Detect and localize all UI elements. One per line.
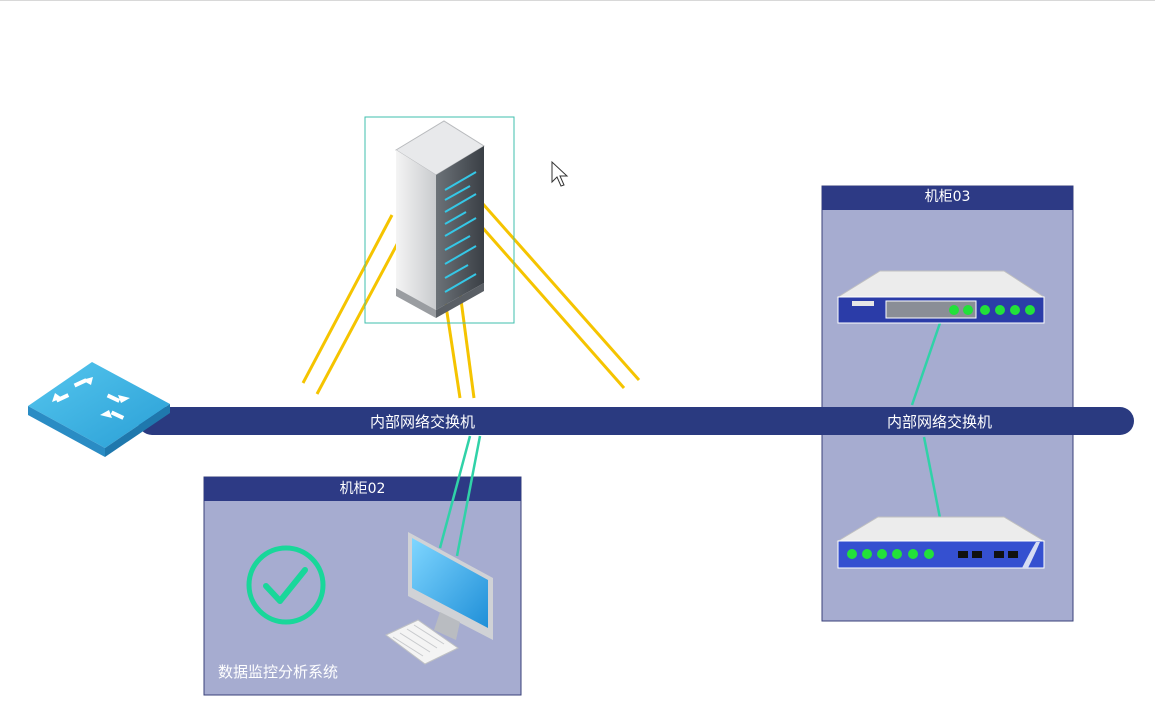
- network-bus: [138, 407, 1134, 435]
- system-label: 数据监控分析系统: [218, 663, 339, 681]
- keyboard-icon: [385, 619, 459, 665]
- rack-selection-box[interactable]: [364, 116, 515, 324]
- monitor-icon[interactable]: [408, 532, 493, 640]
- cabinet-02-title: 机柜02: [339, 481, 386, 497]
- bus-label-left: 内部网络交换机: [370, 413, 476, 431]
- cabinet-03-title: 机柜03: [924, 189, 971, 205]
- switch-icon[interactable]: [28, 362, 170, 457]
- server-rack-icon[interactable]: [395, 120, 485, 318]
- teal-links: [438, 319, 943, 557]
- mouse-cursor-icon: [551, 160, 569, 187]
- bus-label-right: 内部网络交换机: [887, 413, 993, 431]
- network-appliance-icon[interactable]: [836, 516, 1046, 569]
- check-circle-icon: [246, 545, 326, 625]
- top-divider: [0, 0, 1155, 1]
- rack-server-device-icon[interactable]: [836, 270, 1046, 324]
